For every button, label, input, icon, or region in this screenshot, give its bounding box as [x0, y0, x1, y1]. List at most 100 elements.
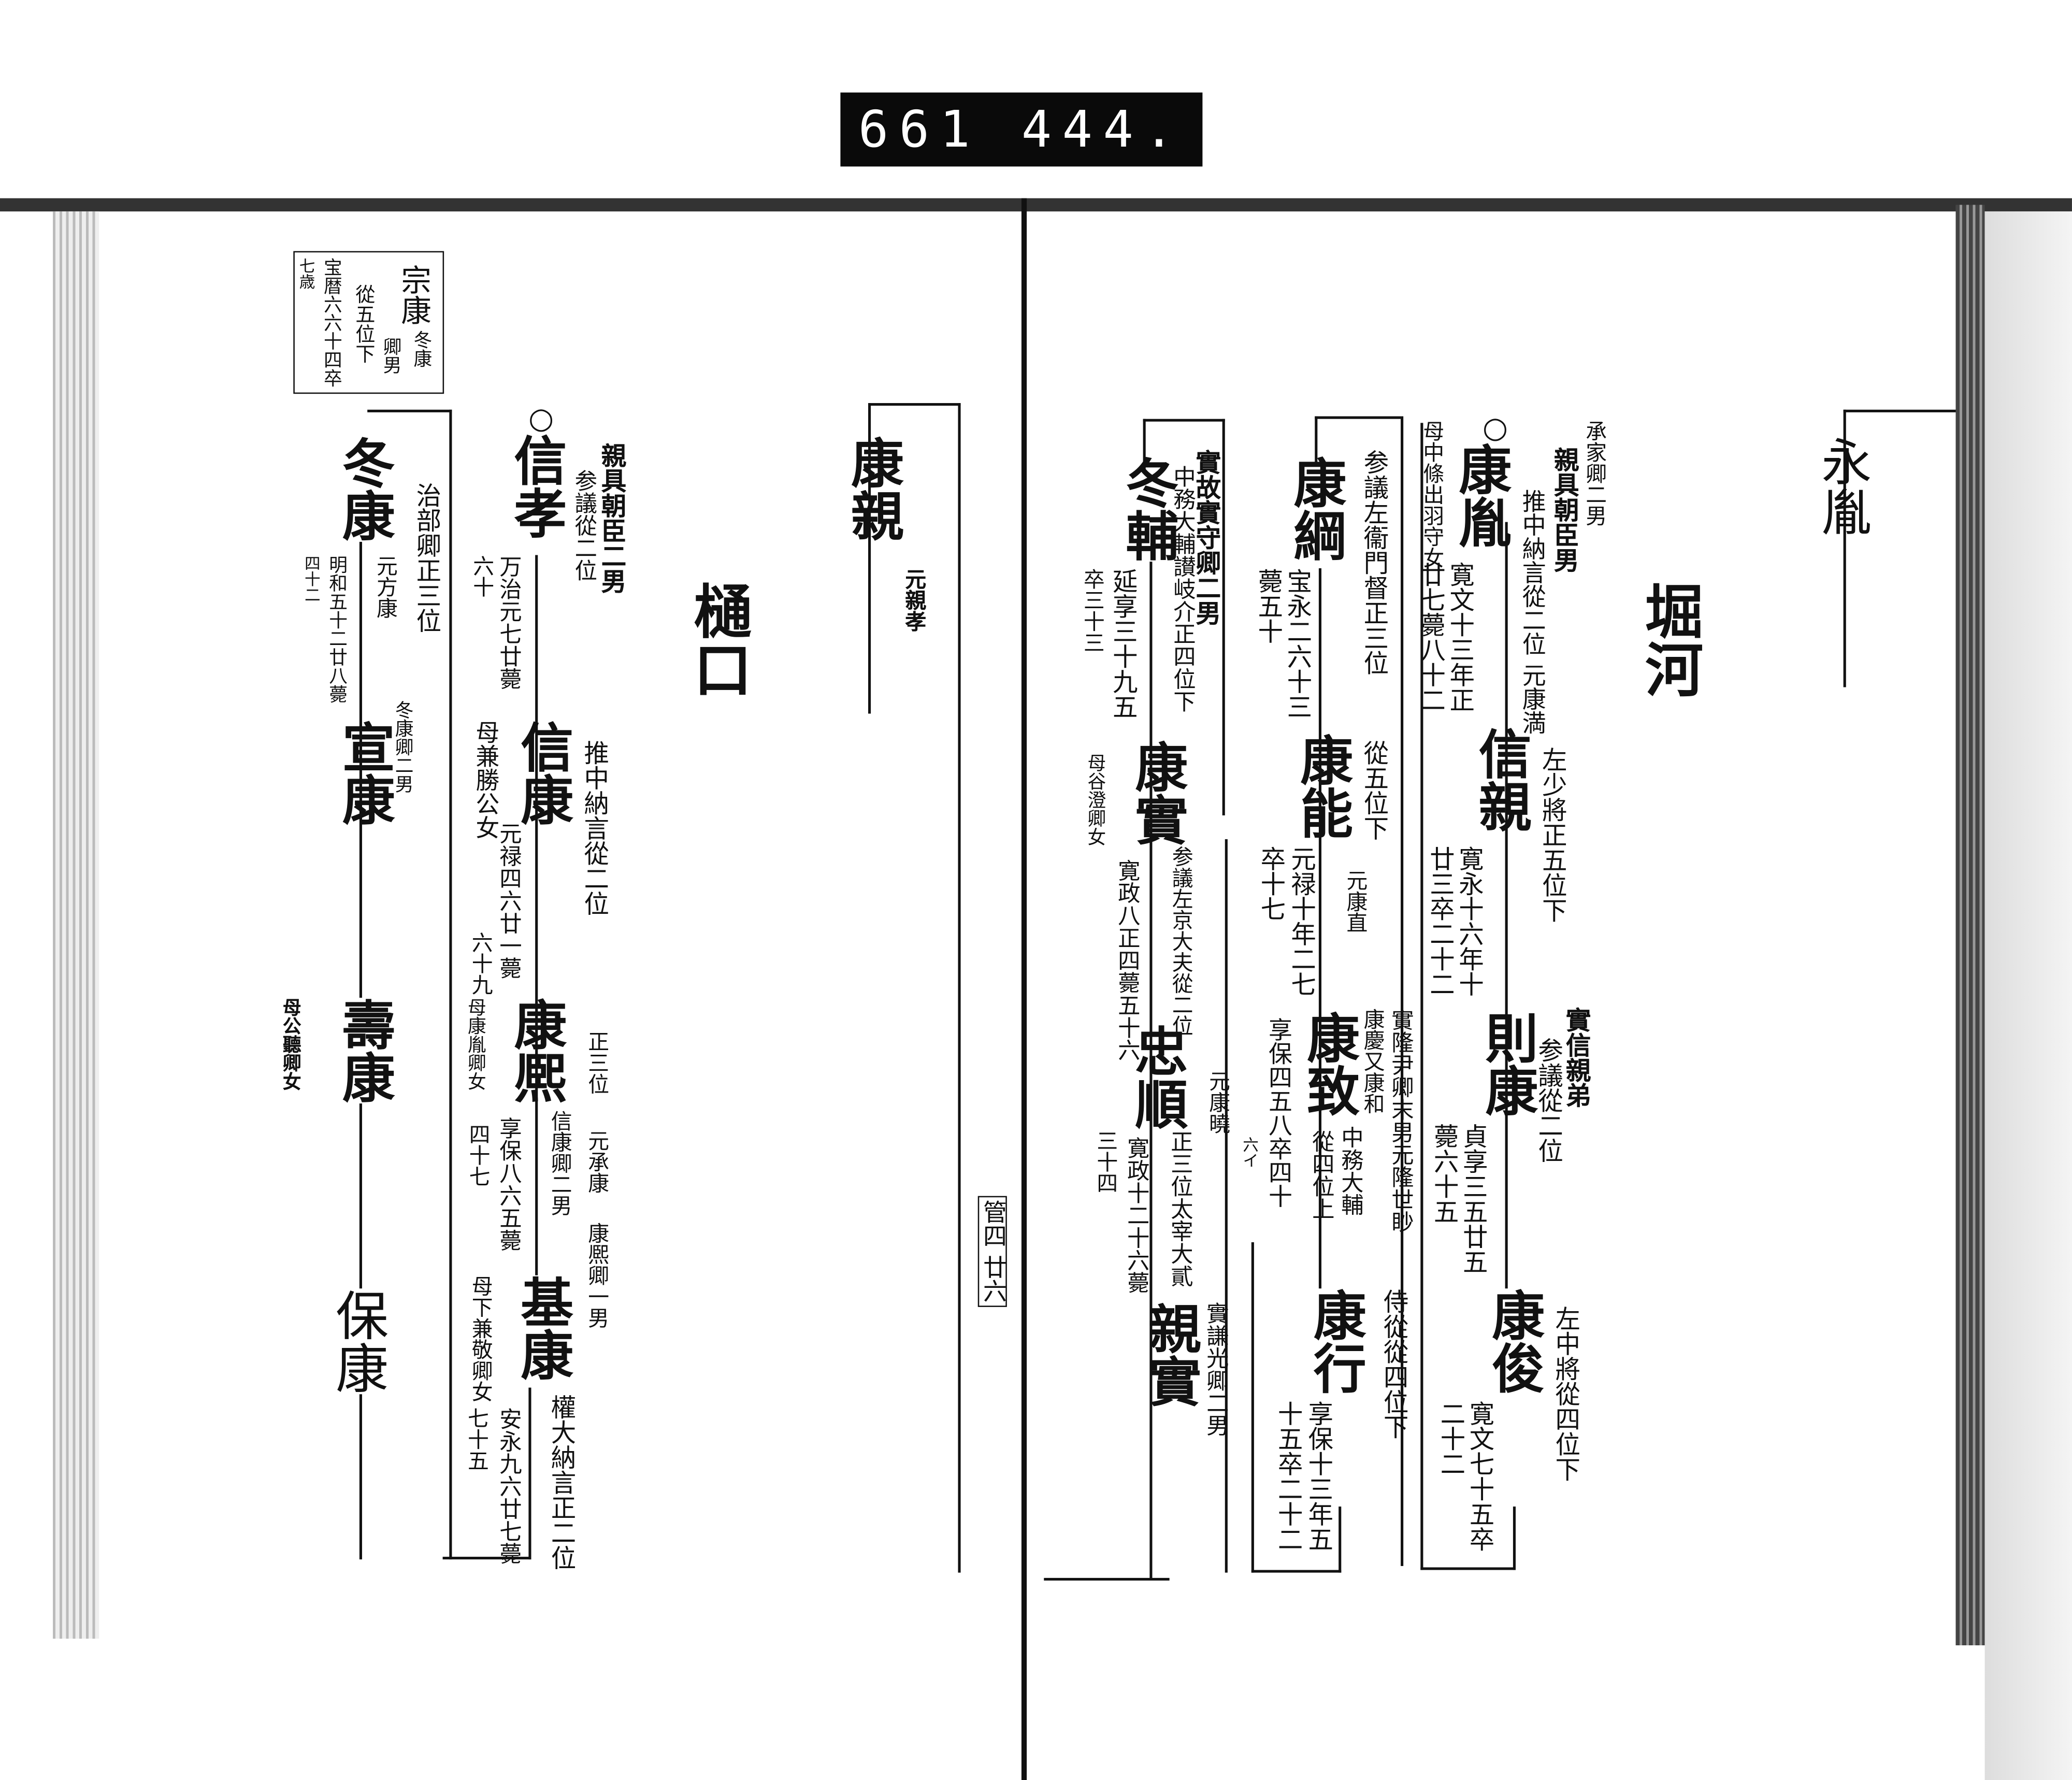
person-name: 康俊	[1483, 1288, 1545, 1395]
mother-note: 母下兼敬卿女	[468, 1275, 493, 1402]
death-note: 宝暦六六十四卒	[321, 257, 342, 387]
death-note: 延享三十九五	[1109, 568, 1138, 719]
header-name: 永胤	[1812, 436, 1872, 537]
person-name: 康致	[1298, 1011, 1360, 1117]
person-name: 康熈	[505, 998, 567, 1104]
death-note: 寛政十二十六薨	[1121, 1136, 1148, 1294]
bracket-line	[868, 403, 961, 406]
former-name-note: 元康曉	[1205, 1070, 1230, 1134]
lineage-line	[1505, 522, 1507, 1289]
death-note: 廿三卒二十二	[1426, 845, 1455, 997]
box-line	[1044, 1577, 1170, 1581]
parent-note: 冬康卿二男	[392, 700, 414, 793]
person-name: 冬康	[333, 436, 395, 542]
lineage-line	[1149, 562, 1152, 1580]
rank-note: 参議左衞門督正三位	[1359, 449, 1389, 676]
mother-note: 母兼勝公女	[471, 720, 500, 839]
death-note: 寛文十三年正	[1445, 562, 1475, 712]
family-name: 堀河	[1634, 581, 1702, 698]
former-name-note: 元親孝	[901, 568, 927, 632]
rank-note: 左少將正五位下	[1538, 747, 1567, 923]
box-line	[1251, 1570, 1342, 1573]
person-name: 康實	[1126, 740, 1188, 846]
rank-note: 推中納言從二位 元康満	[1518, 489, 1546, 735]
bracket-line	[1843, 409, 1956, 412]
box-line	[449, 409, 452, 1560]
rank-note: 参議從二位	[569, 469, 596, 582]
origin-note: 實隆尹卿末男元隆世眇	[1386, 1008, 1413, 1233]
parent-note: 親具朝臣二男	[597, 442, 627, 594]
box-line	[1513, 1506, 1516, 1570]
death-note: 享保四五八卒四十	[1264, 1017, 1292, 1208]
rank-note: 推中納言從二位	[580, 740, 610, 916]
parent-note: 康熈卿一男	[584, 1222, 610, 1328]
family-name: 樋口	[683, 581, 751, 698]
box-line	[442, 1557, 531, 1560]
book-spine	[1021, 198, 1027, 1780]
mother-note: 母康胤卿女	[465, 998, 486, 1090]
death-note: 七歳	[297, 257, 316, 290]
box-line	[1143, 419, 1146, 472]
death-note: 寛政八正四薨五十六	[1112, 859, 1139, 1061]
person-name: 則康	[1476, 1011, 1538, 1117]
rank-note: 参議左京大夫從二位	[1168, 845, 1193, 1036]
bracket-line	[1843, 409, 1846, 687]
father-note: 承家卿二男	[1581, 420, 1607, 526]
rank-note: 從五位下	[1359, 740, 1389, 841]
rank-note: 治部卿正三位	[412, 482, 442, 633]
person-name: 康胤	[1449, 442, 1512, 549]
folio-label: 661 444.	[840, 92, 1203, 167]
person-name: 親實	[1139, 1301, 1201, 1408]
person-name: 保康	[326, 1288, 387, 1395]
death-note: 享保十三年五	[1304, 1401, 1333, 1552]
death-note: 安永九六廿七薨	[494, 1407, 521, 1565]
box-line	[1420, 1567, 1516, 1570]
box-line	[1401, 416, 1404, 1566]
parent-note: 冬康	[411, 330, 433, 368]
person-name: 基康	[511, 1275, 574, 1381]
rank-note: 正三位太宰大貳	[1165, 1130, 1192, 1287]
person-name: 宣康	[333, 720, 395, 826]
parent-note: 卿男	[380, 337, 402, 374]
parent-note: 親具朝臣男	[1550, 447, 1579, 572]
box-line	[1222, 419, 1225, 815]
death-note: 元禄四六廿一薨	[494, 822, 521, 980]
death-note: 明和五十二廿八薨	[326, 555, 348, 704]
death-note: 三十四	[1092, 1130, 1118, 1194]
person-name: 信親	[1469, 727, 1532, 833]
person-name: 信孝	[505, 433, 567, 539]
box-line	[1143, 419, 1225, 422]
box-line	[1315, 416, 1318, 463]
death-note: 寛永十六年十	[1455, 845, 1484, 997]
rank-note: 中務大輔讃岐介正四位下	[1168, 465, 1195, 712]
person-name: 康行	[1304, 1288, 1366, 1395]
mother-note: 母谷澄卿女	[1085, 753, 1106, 846]
bracket-line	[958, 403, 961, 1573]
alt-name-note: 康慶又康和	[1359, 1008, 1385, 1114]
origin-note: 實謙光卿二男	[1201, 1301, 1228, 1437]
former-name-note: 元方康	[372, 555, 398, 619]
box-line	[1251, 1242, 1254, 1573]
box-line	[1315, 416, 1401, 419]
death-note: 六十九	[468, 931, 493, 995]
variant-note: 六イ	[1241, 1136, 1260, 1169]
bracket-line	[868, 403, 871, 714]
person-name: 信康	[511, 720, 574, 826]
death-note: 薨六十五	[1430, 1123, 1459, 1224]
box-line	[367, 409, 452, 412]
former-name-note: 元康直	[1342, 869, 1368, 934]
death-note: 卒三十三	[1080, 568, 1105, 653]
rank-note: 正三位	[584, 1030, 610, 1095]
right-page-margin	[1984, 211, 2072, 1780]
box-line	[528, 1387, 531, 1560]
death-note: 薨五十	[1254, 568, 1284, 644]
death-note: 万治元七廿薨	[494, 555, 521, 690]
death-note: 享保八六五薨	[494, 1116, 521, 1252]
volume-mark: 管四 廿六	[977, 1196, 1007, 1307]
former-name-note: 元承康	[584, 1130, 610, 1194]
box-line	[1339, 1506, 1342, 1573]
death-note: 二十二	[1436, 1401, 1466, 1476]
rank-note: 参議從二位	[1534, 1037, 1563, 1163]
lineage-line	[1318, 568, 1321, 1289]
death-note: 寛文七十五卒	[1465, 1401, 1495, 1552]
